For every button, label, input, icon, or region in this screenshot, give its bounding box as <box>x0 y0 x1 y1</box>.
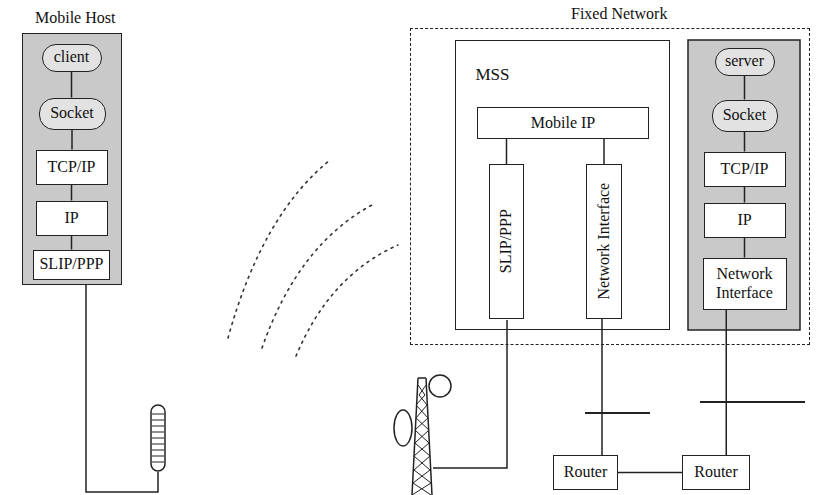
antenna-symbol <box>151 405 165 471</box>
stack-layer: SLIP/PPP <box>489 164 524 319</box>
group-heading: Mobile Host <box>35 9 115 27</box>
layer-label: SLIP/PPP <box>39 255 103 273</box>
network-bus <box>585 412 650 414</box>
radio-waves <box>228 160 398 356</box>
connector-line <box>744 132 746 152</box>
connector-line <box>71 236 73 250</box>
connector-line <box>744 238 746 258</box>
mss-radio-wire <box>433 320 507 468</box>
host-panel-fill <box>22 33 122 285</box>
layer-label: Network Interface <box>708 265 782 302</box>
layer-label: TCP/IP <box>47 158 95 176</box>
connector-line <box>601 319 603 455</box>
stack-layer: IP <box>704 203 786 238</box>
mss-box: MSS Mobile IP SLIP/PPP Network Interface <box>455 40 670 330</box>
group-heading: Fixed Network <box>571 5 667 23</box>
radio-wave <box>296 245 398 356</box>
stack-layer: server <box>715 48 775 76</box>
stack-layer: TCP/IP <box>36 150 108 185</box>
layer-label: Mobile IP <box>531 114 595 132</box>
stack-layer: client <box>42 44 102 72</box>
tower-legs <box>412 378 432 495</box>
host-panel: Mobile HostclientSocketTCP/IPIPSLIP/PPP <box>22 33 122 285</box>
layer-label: Socket <box>50 104 94 122</box>
connector-line <box>506 139 508 164</box>
stack-layer: Mobile IP <box>477 107 649 139</box>
layer-label: Router <box>694 463 738 481</box>
tower-symbol <box>394 375 451 495</box>
layer-label: TCP/IP <box>720 160 768 178</box>
group-heading: MSS <box>476 65 510 85</box>
radio-wave <box>228 160 330 338</box>
stack-layer: TCP/IP <box>704 152 786 187</box>
layer-label: Network Interface <box>595 183 613 300</box>
antenna-body <box>151 405 165 471</box>
connector-line <box>603 139 605 164</box>
router-box: Router <box>553 455 618 490</box>
tower-dish <box>429 375 451 397</box>
connector-line <box>726 310 728 456</box>
stack-layer: Network Interface <box>586 164 622 319</box>
connector-line <box>744 187 746 203</box>
layer-label: Router <box>564 463 608 481</box>
network-region: Fixed NetworkMSSMobile IPSLIP/PPPNetwork… <box>410 28 810 345</box>
antenna-ribs <box>152 414 164 462</box>
host-wire <box>86 285 158 492</box>
connector-line <box>744 76 746 100</box>
stack-layer: SLIP/PPP <box>33 250 109 280</box>
layer-label: Socket <box>723 106 767 124</box>
server-panel <box>688 40 800 330</box>
network-bus <box>700 401 805 403</box>
connector-line <box>71 185 73 201</box>
layer-label: IP <box>737 211 751 229</box>
layer-label: server <box>725 52 764 70</box>
radio-wave <box>262 205 372 348</box>
layer-label: client <box>54 48 90 66</box>
stack-layer: Socket <box>712 100 778 132</box>
layer-label: IP <box>64 209 78 227</box>
tower-dish <box>394 410 412 446</box>
stack-layer: Socket <box>39 98 106 130</box>
tower-lattice <box>412 385 431 495</box>
stack-layer: IP <box>36 201 108 236</box>
connector-line <box>71 72 73 98</box>
stack-layer: Network Interface <box>703 258 787 310</box>
layer-label: SLIP/PPP <box>497 209 515 273</box>
connector-line <box>618 472 682 474</box>
connector-line <box>71 130 73 150</box>
router-box: Router <box>682 455 750 490</box>
